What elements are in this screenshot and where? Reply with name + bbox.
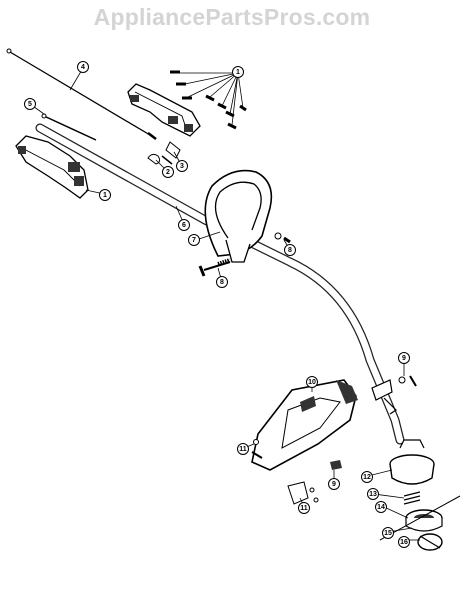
callout-label: 5 (28, 101, 32, 108)
callout-label: 1 (103, 192, 107, 199)
callout-circle (361, 471, 373, 483)
callout-circle (284, 244, 296, 256)
callout-label: 10 (308, 379, 316, 386)
shaft-tube (35, 123, 405, 445)
callout-5: 5 (24, 98, 36, 110)
callout-circle (188, 234, 200, 246)
callout-label: 6 (182, 222, 186, 229)
callout-circle (99, 189, 111, 201)
callout-13: 13 (367, 488, 379, 500)
callout-circle (216, 276, 228, 288)
shaft-clamp (371, 379, 397, 415)
callout-label: 2 (166, 169, 170, 176)
guard-clip (330, 460, 342, 470)
callout-label: 3 (180, 163, 184, 170)
callout-circle (298, 502, 310, 514)
callout-label: 4 (81, 64, 85, 71)
lower-handle-half (15, 135, 89, 199)
shaft-nut-washer (398, 375, 417, 387)
callout-label: 8 (288, 247, 292, 254)
callout-circle (162, 166, 174, 178)
callout-label: 16 (400, 539, 408, 546)
callout-8: 8 (284, 244, 296, 256)
callout-15: 15 (382, 527, 394, 539)
callout-label: 9 (402, 355, 406, 362)
callout-1: 1 (99, 189, 111, 201)
callout-circle (375, 501, 387, 513)
callout-circle (382, 527, 394, 539)
handle-nut (274, 232, 291, 244)
callout-16: 16 (398, 536, 410, 548)
callout-circle (398, 352, 410, 364)
callout-1: 1 (232, 66, 244, 78)
callout-7: 7 (188, 234, 200, 246)
callout-label: 15 (384, 530, 392, 537)
callout-label: 13 (369, 491, 377, 498)
leader-lines (29, 67, 420, 541)
callout-8: 8 (216, 276, 228, 288)
spool-cap (417, 533, 443, 551)
callout-12: 12 (361, 471, 373, 483)
callout-circle (24, 98, 36, 110)
callout-label: 14 (377, 504, 385, 511)
trigger-parts (147, 141, 181, 165)
callout-circle (367, 488, 379, 500)
callout-label: 11 (239, 446, 247, 453)
callout-label: 11 (300, 505, 308, 512)
line-guard (251, 379, 358, 471)
drive-cable (6, 48, 157, 141)
watermark-text: AppliancePartsPros.com (93, 4, 371, 30)
callout-4: 4 (77, 61, 89, 73)
callout-11: 11 (298, 502, 310, 514)
callout-9: 9 (398, 352, 410, 364)
callout-label: 1 (236, 69, 240, 76)
guard-screws (251, 439, 319, 505)
spool-spring (403, 491, 421, 505)
callout-circle (306, 376, 318, 388)
callout-14: 14 (375, 501, 387, 513)
callout-circle (237, 443, 249, 455)
callout-label: 12 (363, 474, 371, 481)
callout-11: 11 (237, 443, 249, 455)
callout-circle (178, 219, 190, 231)
assist-handle (204, 169, 273, 263)
callout-circle (77, 61, 89, 73)
callout-circle (398, 536, 410, 548)
handle-bolt (198, 258, 231, 277)
callout-2: 2 (162, 166, 174, 178)
spool-housing (389, 439, 435, 485)
callout-9: 9 (328, 478, 340, 490)
callout-circle (176, 160, 188, 172)
callout-3: 3 (176, 160, 188, 172)
callout-10: 10 (306, 376, 318, 388)
callout-label: 8 (220, 279, 224, 286)
callout-circle (328, 478, 340, 490)
callout-label: 9 (332, 481, 336, 488)
callout-label: 7 (192, 237, 196, 244)
upper-handle-half (127, 83, 201, 137)
callout-circle (232, 66, 244, 78)
callout-6: 6 (178, 219, 190, 231)
